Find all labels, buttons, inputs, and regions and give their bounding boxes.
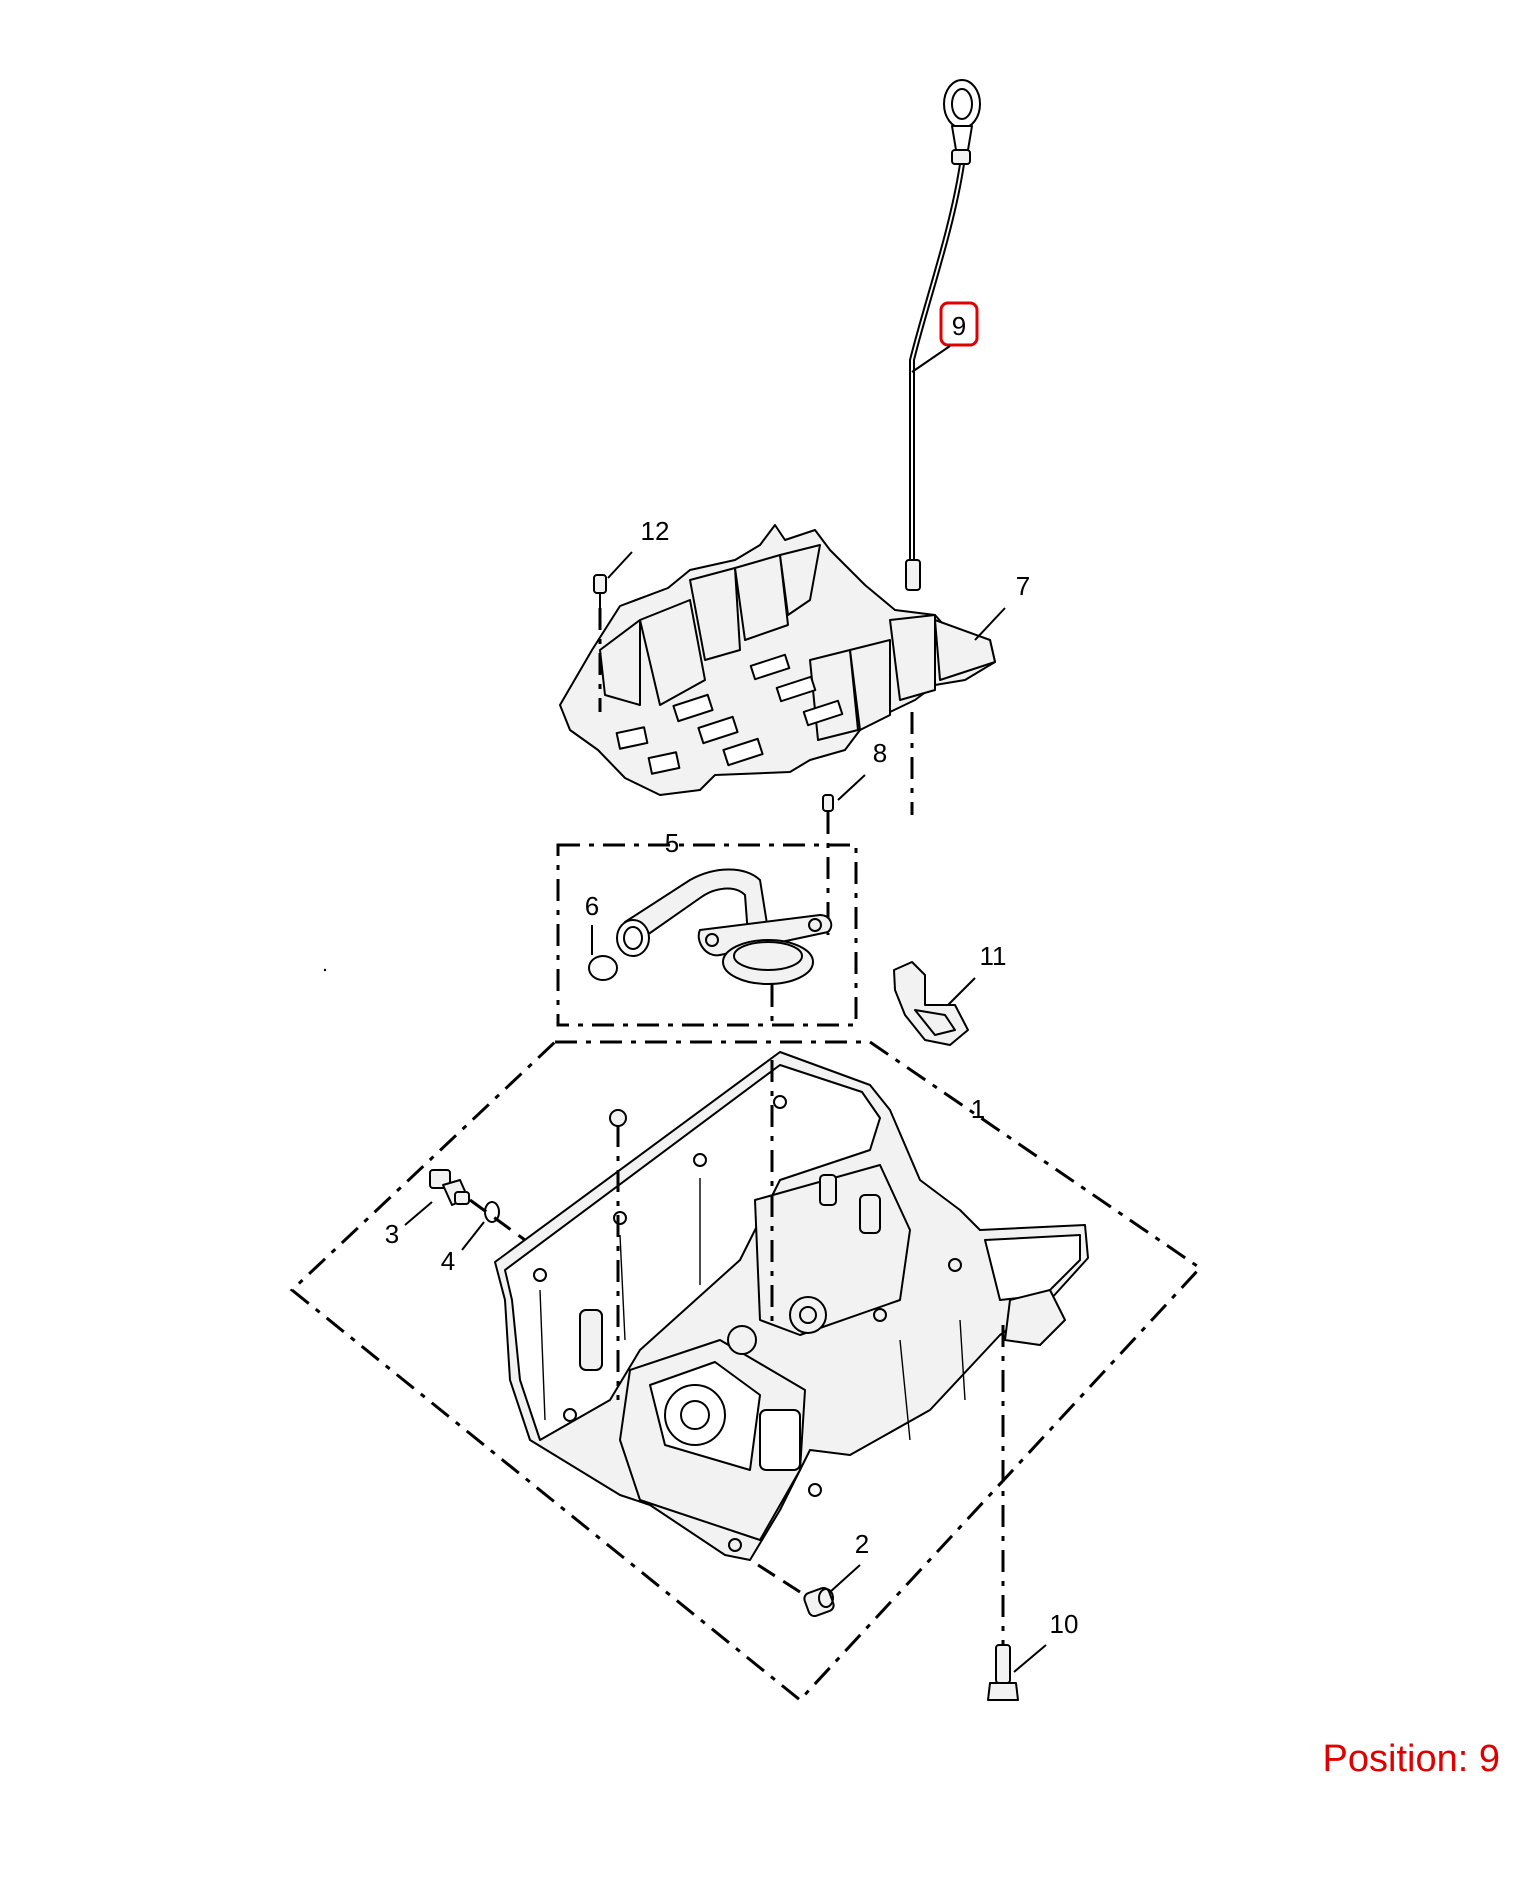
pan-bolt-part[interactable]: [987, 1644, 1019, 1701]
position-indicator: Position: 9: [1322, 1738, 1500, 1780]
bracket-part[interactable]: [893, 961, 969, 1046]
callout-6-label: 6: [585, 891, 599, 921]
callout-7-label: 7: [1016, 571, 1030, 601]
callout-5[interactable]: 5: [665, 828, 679, 858]
pan-stud-part[interactable]: [609, 1109, 627, 1127]
oil-baffle-part[interactable]: [559, 524, 996, 796]
baffle-bolt-part[interactable]: [593, 574, 607, 609]
washer-part[interactable]: [484, 1201, 500, 1223]
drain-plug-part[interactable]: [429, 1169, 470, 1206]
callout-1-label: 1: [971, 1094, 985, 1124]
o-ring-part[interactable]: [588, 955, 618, 981]
oil-pan-part[interactable]: [494, 1051, 1089, 1561]
callout-10[interactable]: 10: [1013, 1609, 1079, 1673]
callout-8[interactable]: 8: [837, 738, 887, 801]
callout-10-label: 10: [1050, 1609, 1079, 1639]
callout-4-label: 4: [441, 1246, 455, 1276]
stray-dot: [323, 968, 327, 972]
selected-callout-highlight: [939, 301, 979, 347]
callout-12-label: 12: [641, 516, 670, 546]
callout-12[interactable]: 12: [607, 516, 670, 579]
callout-9[interactable]: 9: [911, 301, 979, 373]
pickup-assembly-box: [556, 843, 858, 1027]
callout-3-label: 3: [385, 1219, 399, 1249]
plug-part[interactable]: [803, 1586, 836, 1618]
oil-pickup-tube-part[interactable]: [616, 868, 833, 985]
plug-centerline: [757, 1563, 801, 1594]
callout-5-label: 5: [665, 828, 679, 858]
callout-11[interactable]: 11: [947, 941, 1007, 1006]
callout-2-label: 2: [855, 1529, 869, 1559]
callout-11-label: 11: [980, 941, 1007, 971]
callout-9-label: 9: [952, 311, 966, 341]
pickup-bolt-part[interactable]: [822, 794, 834, 812]
callout-7[interactable]: 7: [974, 571, 1030, 641]
callout-1[interactable]: 1: [971, 1094, 985, 1124]
callout-3[interactable]: 3: [385, 1201, 433, 1249]
callout-6[interactable]: 6: [585, 891, 599, 955]
dipstick-part[interactable]: [905, 79, 981, 591]
callout-2[interactable]: 2: [829, 1529, 869, 1593]
callout-4[interactable]: 4: [441, 1221, 485, 1276]
callout-8-label: 8: [873, 738, 887, 768]
oil-pan-assembly-frame: [289, 1040, 1203, 1703]
